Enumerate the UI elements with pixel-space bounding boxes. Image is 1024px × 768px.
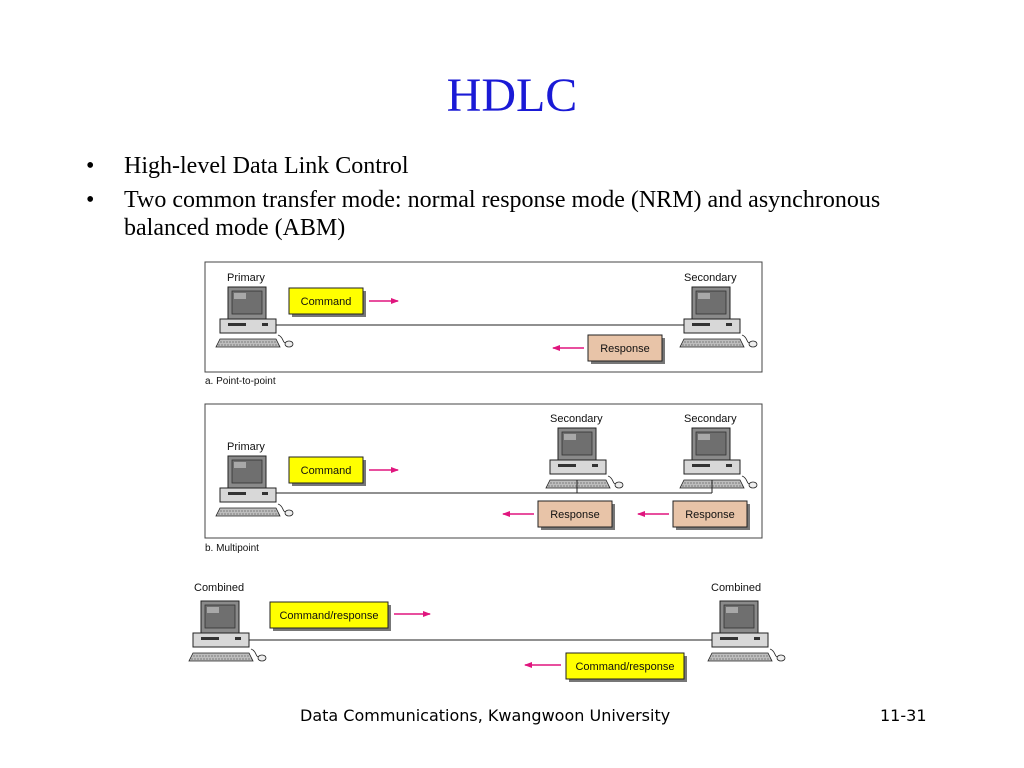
secondary-label: Secondary [684, 272, 737, 284]
combined-label: Combined [194, 582, 244, 594]
command-response-frame-label: Command/response [279, 610, 378, 622]
page-number: 11-31 [880, 706, 927, 725]
bullet-item: • High-level Data Link Control [86, 152, 946, 180]
response-frame-label: Response [685, 509, 735, 521]
primary-label: Primary [227, 441, 265, 453]
response-frame [672, 500, 748, 528]
bullet-text: Two common transfer mode: normal respons… [124, 187, 881, 241]
command-response-frame-label: Command/response [575, 661, 674, 673]
multipoint-caption: b. Multipoint [205, 543, 259, 554]
combined-label: Combined [711, 582, 761, 594]
slide-title: HDLC [446, 69, 578, 122]
secondary-label: Secondary [684, 413, 737, 425]
primary-label: Primary [227, 272, 265, 284]
command-frame [288, 287, 364, 315]
point-to-point-panel [204, 261, 763, 373]
response-frame [587, 334, 663, 362]
secondary-label: Secondary [550, 413, 603, 425]
command-frame [288, 456, 364, 484]
command-frame-label: Command [301, 296, 352, 308]
footer-source: Data Communications, Kwangwoon Universit… [300, 706, 671, 725]
bullet-item: • Two common transfer mode: normal respo… [86, 186, 946, 242]
point-to-point-caption: a. Point-to-point [205, 376, 276, 387]
computer-icon [188, 600, 267, 662]
response-frame [537, 500, 613, 528]
bullet-icon: • [86, 187, 95, 213]
response-frame-label: Response [600, 343, 650, 355]
bullet-text: High-level Data Link Control [124, 153, 409, 179]
response-frame-label: Response [550, 509, 600, 521]
computer-icon [707, 600, 786, 662]
bullet-icon: • [86, 153, 95, 179]
command-response-frame [269, 601, 389, 629]
bullet-list: • High-level Data Link Control • Two com… [86, 152, 946, 248]
command-response-frame [565, 652, 685, 680]
command-frame-label: Command [301, 465, 352, 477]
